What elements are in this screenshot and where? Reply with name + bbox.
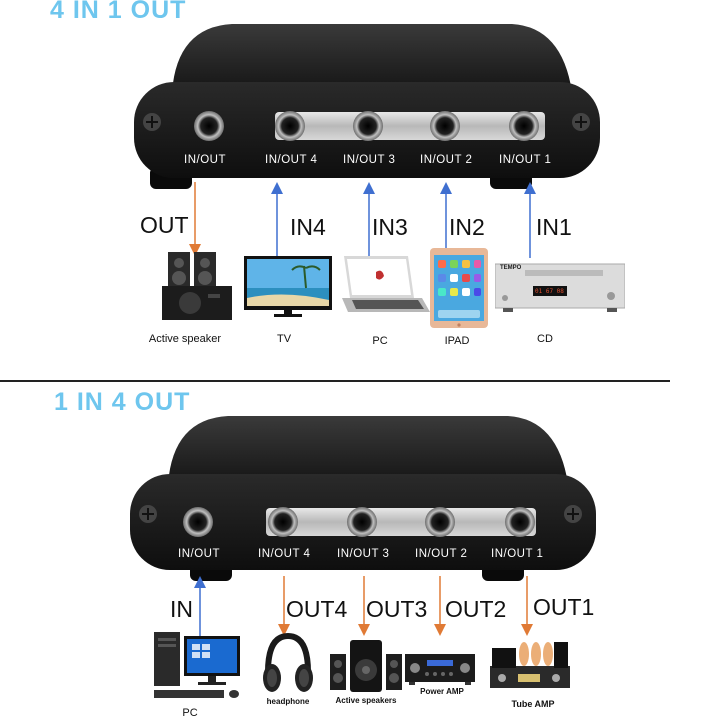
cd-brand-text: TEMPO bbox=[500, 265, 522, 271]
headphone-image bbox=[262, 632, 314, 698]
port-label-inout-b: IN/OUT bbox=[178, 548, 220, 560]
signal-label-in1: IN1 bbox=[536, 214, 572, 240]
device-label-pc: PC bbox=[372, 335, 388, 347]
cd-display-text: 01 67 08 bbox=[535, 288, 564, 295]
tv-image bbox=[244, 256, 332, 318]
section-divider bbox=[0, 380, 670, 382]
device-label-power-amp: Power AMP bbox=[420, 687, 464, 696]
port-label-inout-3: IN/OUT 3 bbox=[343, 154, 396, 166]
device-label-tube-amp: Tube AMP bbox=[511, 699, 555, 709]
port-label-inout-4-b: IN/OUT 4 bbox=[258, 548, 311, 560]
device-label-headphone: headphone bbox=[266, 697, 310, 706]
port-label-inout-3-b: IN/OUT 3 bbox=[337, 548, 390, 560]
signal-label-in3: IN3 bbox=[372, 214, 408, 240]
power-amp-image bbox=[405, 652, 475, 686]
switch-box-top bbox=[132, 22, 602, 192]
device-label-active-speaker: Active speaker bbox=[148, 333, 222, 345]
signal-label-out1: OUT1 bbox=[533, 594, 595, 620]
port-label-inout-2: IN/OUT 2 bbox=[420, 154, 473, 166]
signal-arrows-bottom bbox=[0, 566, 720, 646]
signal-label-in2: IN2 bbox=[449, 214, 485, 240]
ipad-image bbox=[430, 248, 488, 328]
signal-label-in4: IN4 bbox=[290, 214, 326, 240]
tube-amp-image bbox=[486, 632, 572, 694]
cd-player-image bbox=[495, 262, 625, 314]
signal-label-out3: OUT3 bbox=[366, 596, 428, 622]
port-label-inout: IN/OUT bbox=[184, 154, 226, 166]
port-label-inout-1: IN/OUT 1 bbox=[499, 154, 552, 166]
signal-label-out4: OUT4 bbox=[286, 596, 348, 622]
port-label-inout-4: IN/OUT 4 bbox=[265, 154, 318, 166]
signal-label-out2: OUT2 bbox=[445, 596, 507, 622]
port-label-inout-1-b: IN/OUT 1 bbox=[491, 548, 544, 560]
pc-desktop-image bbox=[152, 630, 244, 702]
pc-laptop-image bbox=[338, 252, 430, 320]
signal-arrows-top bbox=[0, 170, 720, 265]
device-label-tv: TV bbox=[276, 333, 292, 345]
switch-box-bottom bbox=[128, 414, 598, 584]
signal-label-out: OUT bbox=[140, 212, 189, 238]
section-title-4in1out: 4 IN 1 OUT bbox=[50, 0, 187, 24]
device-label-active-speakers: Active speakers bbox=[335, 696, 397, 705]
device-label-cd: CD bbox=[537, 333, 553, 345]
section-title-1in4out: 1 IN 4 OUT bbox=[54, 388, 191, 416]
device-label-pc-b: PC bbox=[182, 707, 198, 719]
active-speaker-image bbox=[160, 250, 235, 322]
port-label-inout-2-b: IN/OUT 2 bbox=[415, 548, 468, 560]
device-label-ipad: IPAD bbox=[444, 335, 470, 347]
signal-label-in: IN bbox=[170, 596, 193, 622]
active-speakers-image bbox=[328, 636, 404, 694]
